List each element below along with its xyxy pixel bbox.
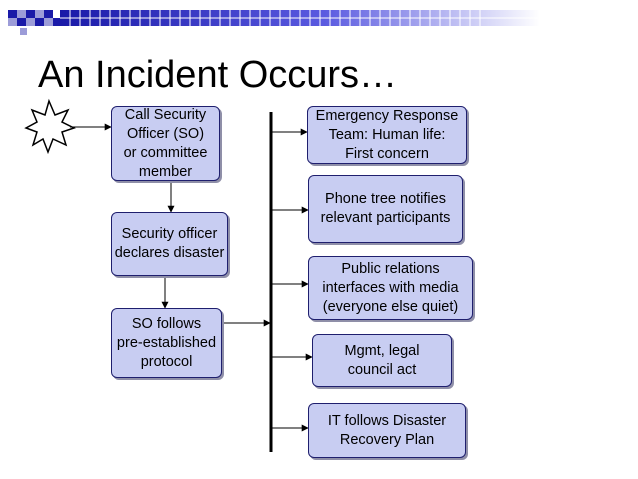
box-label: Mgmt, legal council act — [344, 342, 420, 378]
box-phone-tree: Phone tree notifies relevant participant… — [308, 175, 463, 243]
box-label: SO follows pre-established protocol — [116, 315, 217, 370]
box-label: Public relations interfaces with media (… — [322, 260, 459, 315]
box-label: Call Security Officer (SO) or committee … — [123, 106, 208, 180]
slide-title: An Incident Occurs… — [38, 54, 398, 96]
box-label: Emergency Response Team: Human life: Fir… — [315, 107, 459, 162]
box-label: IT follows Disaster Recovery Plan — [327, 412, 447, 448]
box-label: Phone tree notifies relevant participant… — [320, 191, 451, 226]
box-mgmt-legal: Mgmt, legal council act — [312, 334, 452, 387]
box-public-relations: Public relations interfaces with media (… — [308, 256, 473, 320]
box-label: Security officer declares disaster — [114, 226, 225, 261]
box-security-officer-declares: Security officer declares disaster — [111, 212, 228, 276]
slide-banner-decoration — [8, 10, 540, 35]
box-call-security-officer: Call Security Officer (SO) or committee … — [111, 106, 220, 181]
box-emergency-response: Emergency Response Team: Human life: Fir… — [307, 106, 467, 164]
starburst-icon — [24, 98, 76, 155]
box-it-disaster-recovery: IT follows Disaster Recovery Plan — [308, 403, 466, 458]
box-so-follows-protocol: SO follows pre-established protocol — [111, 308, 222, 378]
